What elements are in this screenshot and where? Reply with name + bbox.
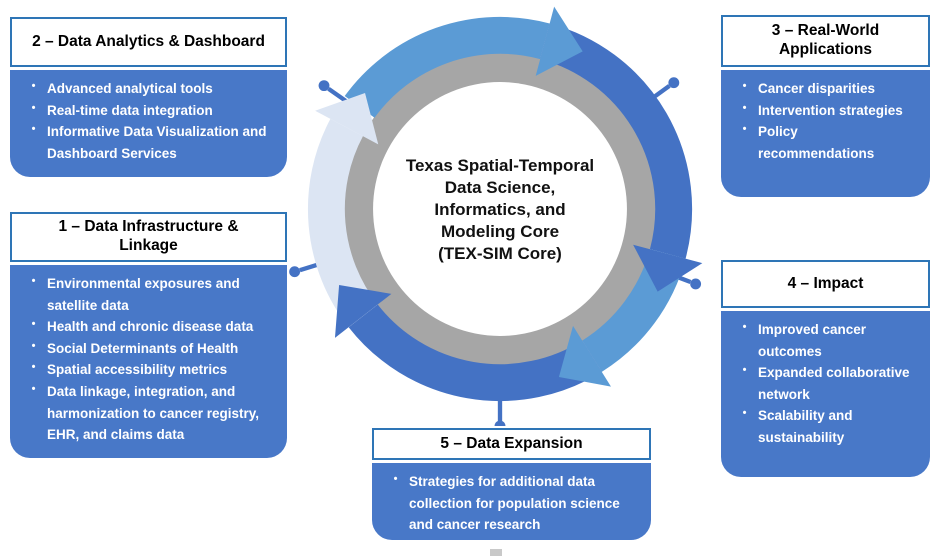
bullet-icon: • <box>31 318 36 331</box>
core-title: Texas Spatial-Temporal Data Science, Inf… <box>405 156 595 264</box>
bullet-text: Cancer disparities <box>758 81 876 96</box>
box-data-infrastructure: 1 – Data Infrastructure & Linkage • Envir… <box>10 212 287 458</box>
box-data-analytics-body: • Advanced analytical tools • Real-time dat… <box>10 70 287 177</box>
arrow-arc-bottom <box>348 304 602 402</box>
box-real-world-applications: 3 – Real-World Applications • Cancer disp… <box>721 15 930 197</box>
gray-ring <box>344 53 656 365</box>
box-impact-title: 4 – Impact <box>721 260 930 308</box>
bullet-item: • Spatial accessibility metrics <box>20 359 274 381</box>
bullet-icon: • <box>31 382 36 395</box>
bullet-text: Policy recommendations <box>758 124 875 161</box>
arrowhead-top-icon <box>535 6 583 76</box>
bullet-item: • Scalability and sustainability <box>731 405 917 448</box>
bullet-icon: • <box>31 275 36 287</box>
box-data-infrastructure-title: 1 – Data Infrastructure & Linkage <box>10 212 287 262</box>
bullet-item: • Intervention strategies <box>731 100 917 122</box>
bullet-icon: • <box>31 361 36 374</box>
box-data-expansion-title: 5 – Data Expansion <box>372 428 651 460</box>
box-data-analytics-title: 2 – Data Analytics & Dashboard <box>10 17 287 67</box>
cropped-shape-fragment <box>490 549 502 556</box>
bullet-text: Advanced analytical tools <box>47 81 213 96</box>
bullet-icon: • <box>742 80 747 92</box>
bullet-icon: • <box>31 80 36 92</box>
arrow-arc-top <box>344 16 550 119</box>
bullet-item: • Strategies for additional data collecti… <box>382 471 638 536</box>
connector-pin-top-left <box>318 80 351 105</box>
bullet-item: • Social Determinants of Health <box>20 338 274 360</box>
bullet-text: Strategies for additional data collectio… <box>409 474 620 533</box>
bullet-text: Spatial accessibility metrics <box>47 362 228 378</box>
arrow-arc-right <box>539 23 693 259</box>
box-impact-body: • Improved cancer outcomes • Expanded colla… <box>721 311 930 477</box>
bullet-item: • Data linkage, integration, and harmoniz… <box>20 381 274 446</box>
bullet-item: • Informative Data Visualization and Dash… <box>20 121 274 164</box>
bullet-item: • Environmental exposures and satellite d… <box>20 273 274 316</box>
bullet-icon: • <box>393 473 398 485</box>
box-data-expansion-body: • Strategies for additional data collecti… <box>372 463 651 540</box>
arrowhead-left-icon <box>315 93 379 145</box>
bullet-text: Social Determinants of Health <box>47 340 239 356</box>
arrowhead-lower-right-icon <box>558 325 611 387</box>
bullet-item: • Health and chronic disease data <box>20 316 274 338</box>
bullet-item: • Expanded collaborative network <box>731 362 917 405</box>
bullet-icon: • <box>742 123 747 136</box>
bullet-icon: • <box>742 364 747 377</box>
box-real-world-applications-title: 3 – Real-World Applications <box>721 15 930 67</box>
bullet-icon: • <box>31 339 36 352</box>
bullet-text: Informative Data Visualization and Dashb… <box>47 124 267 161</box>
bullet-text: Health and chronic disease data <box>47 319 254 335</box>
bullet-text: Scalability and sustainability <box>758 408 853 445</box>
bullet-item: • Improved cancer outcomes <box>731 319 917 362</box>
bullet-item: • Advanced analytical tools <box>20 78 274 100</box>
box-impact: 4 – Impact • Improved cancer outcomes • Exp… <box>721 260 930 477</box>
cycle-wheel <box>289 6 703 426</box>
bullet-icon: • <box>31 123 36 136</box>
bullet-text: Intervention strategies <box>758 102 903 118</box>
arrowhead-right-icon <box>633 244 703 292</box>
bullet-text: Improved cancer outcomes <box>758 322 867 359</box>
bullet-item: • Cancer disparities <box>731 78 917 100</box>
arrowhead-bottom-icon <box>334 285 392 338</box>
bullet-icon: • <box>742 101 747 114</box>
bullet-icon: • <box>31 101 36 114</box>
bullet-icon: • <box>742 321 747 333</box>
bullet-text: Data linkage, integration, and harmoniza… <box>47 383 260 443</box>
bullet-icon: • <box>742 407 747 420</box>
box-data-analytics: 2 – Data Analytics & Dashboard • Advanced… <box>10 17 287 177</box>
bullet-text: Environmental exposures and satellite da… <box>47 276 240 313</box>
bullet-item: • Real-time data integration <box>20 100 274 122</box>
bullet-item: • Policy recommendations <box>731 121 917 164</box>
bullet-text: Real-time data integration <box>47 102 213 118</box>
bullet-text: Expanded collaborative network <box>758 365 910 402</box>
box-real-world-applications-body: • Cancer disparities • Intervention strateg… <box>721 70 930 197</box>
box-data-expansion: 5 – Data Expansion • Strategies for addit… <box>372 428 651 540</box>
center-circle <box>373 82 627 336</box>
box-data-infrastructure-body: • Environmental exposures and satellite d… <box>10 265 287 458</box>
